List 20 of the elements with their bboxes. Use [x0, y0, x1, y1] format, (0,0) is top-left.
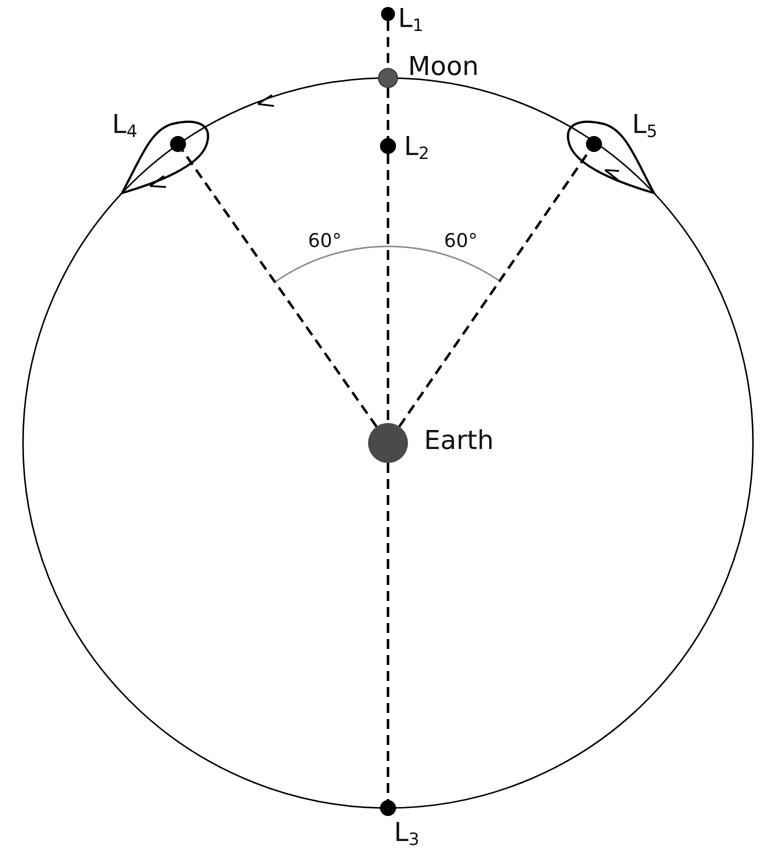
body-label: Moon [408, 54, 479, 80]
point-label: L$_{4}$ [112, 112, 138, 141]
earth-circle [368, 423, 408, 463]
point-label: L$_{5}$ [632, 112, 658, 141]
moon-circle [378, 68, 398, 88]
point-dot [380, 800, 396, 816]
dashed-line [386, 463, 390, 800]
point-label: L$_{2}$ [404, 134, 430, 163]
point-dot [586, 136, 602, 152]
point-label: L$_{1}$ [398, 6, 424, 35]
point-dot [380, 138, 396, 154]
point-dot [381, 7, 395, 21]
body-label: Earth [424, 428, 494, 454]
point-dot [170, 136, 186, 152]
point-label: L$_{3}$ [394, 820, 420, 849]
angle-label: 60° [444, 232, 478, 251]
angle-label: 60° [308, 232, 342, 251]
dashed-line [386, 154, 390, 423]
dashed-line [182, 150, 378, 428]
dashed-line [386, 88, 390, 138]
